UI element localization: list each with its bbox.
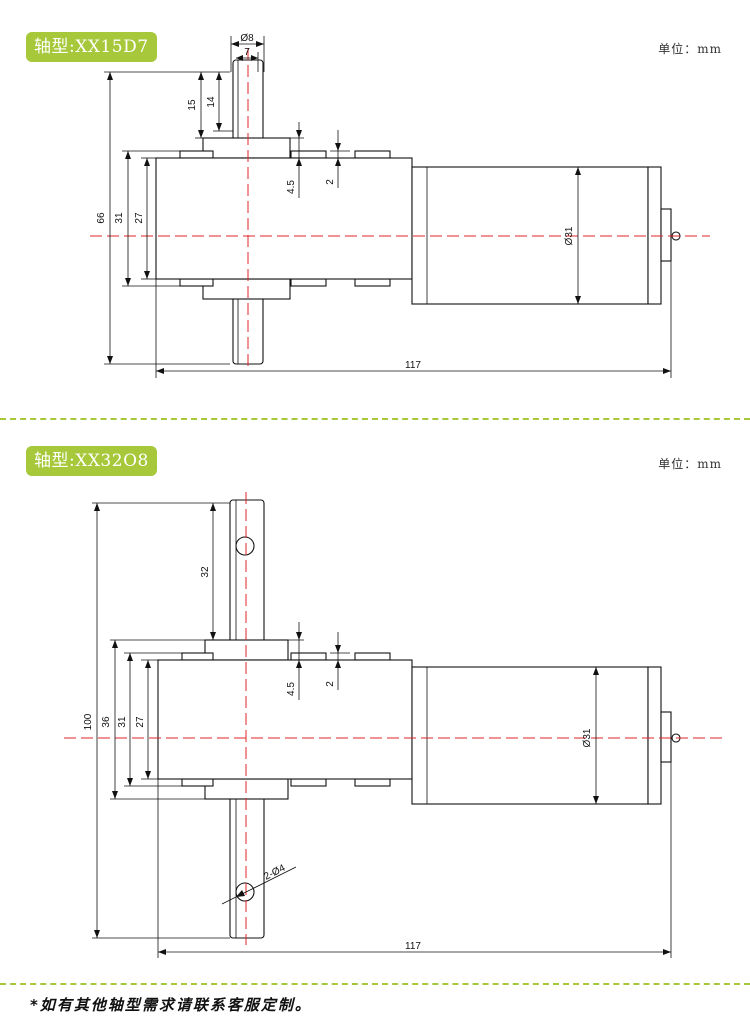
drawing-xx32o8: 100 36 31 27 32 4.5 2 Ø31 2-Ø4 117 (64, 492, 722, 958)
gearbox-body (157, 659, 413, 780)
motor-terminal (660, 711, 672, 763)
dim-4-5: 4.5 (286, 682, 297, 696)
dim-32: 32 (200, 566, 211, 578)
dim-31-body: 31 (117, 716, 128, 728)
dim-36: 36 (101, 716, 112, 728)
dim-15: 15 (187, 99, 198, 111)
custom-order-note: *如有其他轴型需求请联系客服定制。 (30, 996, 312, 1014)
motor-endcap (647, 666, 662, 805)
unit-label-top: 单位：mm (658, 42, 722, 56)
shaft-type-badge-top: 轴型:XX15D7 (26, 32, 157, 62)
dim-holes: 2-Ø4 (262, 863, 287, 883)
motor-terminal (660, 208, 672, 262)
motor-body (411, 666, 649, 805)
dim-117: 117 (405, 941, 421, 952)
unit-label-bottom: 单位：mm (658, 457, 722, 471)
section-divider-1 (0, 418, 750, 420)
gearbox-body (155, 157, 413, 280)
upper-boss (202, 137, 291, 159)
lower-boss (202, 278, 291, 300)
dim-flat-width: 7 (244, 47, 250, 58)
dim-31-body: 31 (114, 212, 125, 224)
dim-2: 2 (325, 179, 336, 185)
dim-motor-diameter: Ø31 (582, 728, 593, 747)
dim-27: 27 (134, 212, 145, 224)
dim-66: 66 (96, 212, 107, 224)
dim-100: 100 (83, 713, 94, 730)
dim-2: 2 (325, 681, 336, 687)
dim-14: 14 (206, 96, 217, 108)
cross-hole-upper (235, 536, 255, 556)
dim-117: 117 (405, 360, 421, 371)
section-divider-2 (0, 983, 750, 985)
dim-shaft-diameter: Ø8 (240, 33, 254, 44)
dim-motor-diameter: Ø31 (564, 226, 575, 245)
dim-27: 27 (135, 716, 146, 728)
dim-4-5: 4.5 (286, 180, 297, 194)
drawing-xx15d7: 66 31 27 15 14 Ø8 7 4.5 2 Ø31 117 (90, 33, 710, 378)
cross-hole-lower (235, 882, 255, 902)
shaft-type-badge-bottom: 轴型:XX32O8 (26, 446, 157, 476)
